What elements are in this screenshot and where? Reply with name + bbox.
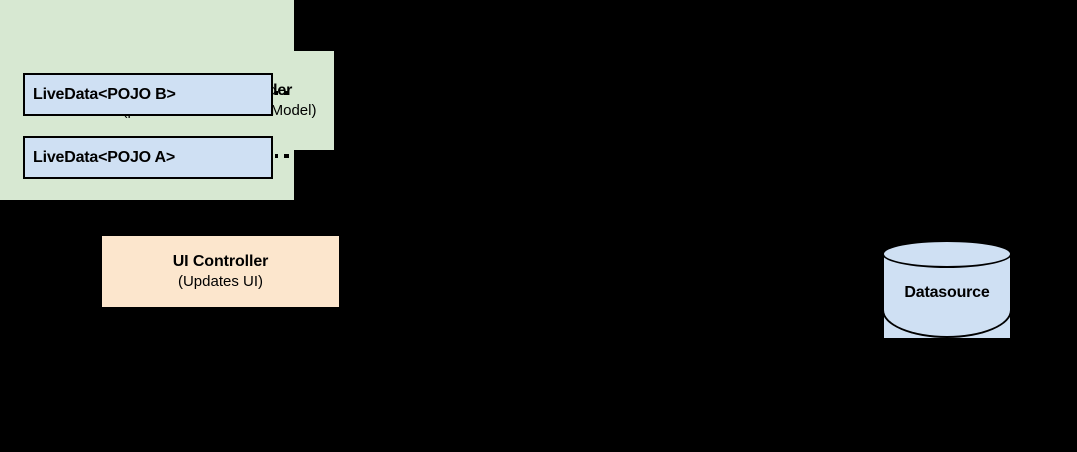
ui-controller-title: UI Controller — [172, 252, 269, 270]
ui-controller-subtitle: (Updates UI) — [177, 272, 264, 290]
arrowhead-into-livedata-a-icon — [474, 317, 490, 335]
datasource-title: Datasource — [904, 284, 990, 301]
livedata-pojo-b-label: LiveData<POJO B> — [33, 85, 176, 103]
ui-controller-node[interactable]: UI Controller (Updates UI) — [102, 236, 339, 307]
viewmodel-node[interactable]: ViewModel LiveData<POJO B> LiveData<POJO… — [0, 0, 580, 200]
arrowhead-into-livedata-b-icon — [474, 254, 490, 272]
viewmodel-title: ViewModel — [497, 10, 580, 27]
cylinder-top-shape — [882, 240, 1012, 268]
datasource-node[interactable]: Datasource — [882, 240, 1012, 352]
livedata-pojo-a-label: LiveData<POJO A> — [33, 148, 176, 166]
livedata-pojo-b-box[interactable]: LiveData<POJO B> — [23, 73, 273, 116]
dashed-stub-a-1 — [275, 154, 278, 158]
dashed-stub-a-2 — [284, 154, 289, 158]
livedata-pojo-a-box[interactable]: LiveData<POJO A> — [23, 136, 273, 179]
dashed-stub-b-2 — [284, 91, 289, 95]
dashed-stub-b-1 — [275, 91, 278, 95]
